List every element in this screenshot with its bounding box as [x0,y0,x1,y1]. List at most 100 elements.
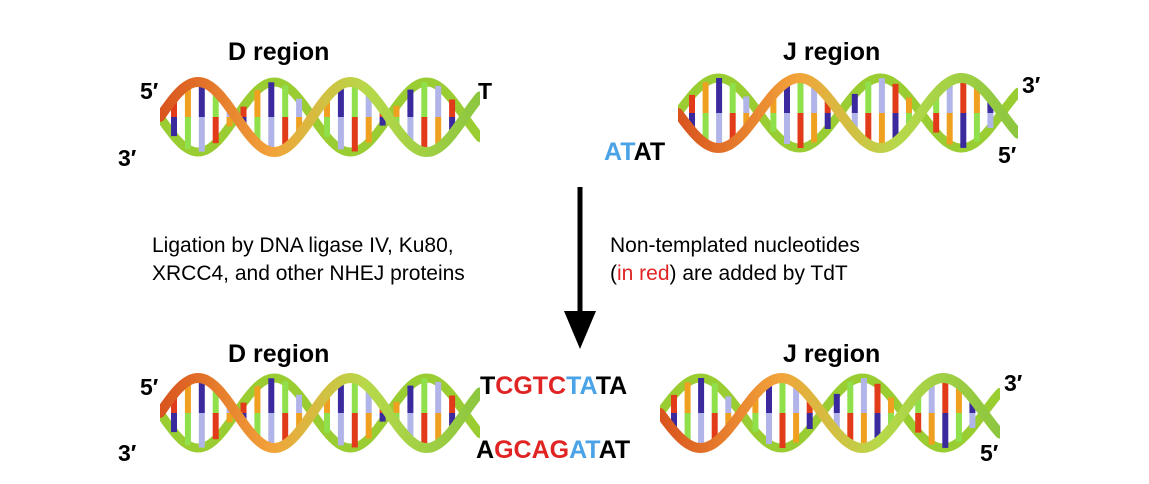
bottom-d-region-title: D region [228,340,330,368]
base-pair [226,117,233,127]
tdt-note-open-paren: ( [610,262,617,285]
base-pair [365,387,372,413]
base-pair [671,394,677,413]
top-j-region-title: J region [783,38,881,66]
base-pair [770,94,777,113]
base-pair [337,117,344,150]
ligation-note: Ligation by DNA ligase IV, Ku80, XRCC4, … [152,232,465,288]
base-pair [793,383,800,413]
top-j-end-5prime: 5′ [998,142,1017,168]
top-j-end-3prime: 3′ [1022,72,1041,98]
base-pair [351,413,358,448]
base-pair [198,117,205,152]
base-pair [296,117,303,136]
helix-strand-back [160,77,480,157]
base-pair [847,413,854,445]
base-pair [407,413,414,441]
base-pair [324,393,330,413]
base-pair [254,386,261,413]
base-pair [797,78,804,113]
bottom-d-end-3prime: 3′ [118,440,137,466]
overhang-blue: AT [604,138,634,166]
top-j-helix [678,72,1018,154]
base-pair [811,83,818,113]
base-pair [969,413,976,428]
base-pair [379,117,386,126]
base-pair [942,378,949,413]
base-pair [171,413,177,433]
top-d-end-t: T [478,78,493,104]
base-pair [743,96,750,113]
base-pair [393,105,400,117]
base-pair [282,117,289,149]
down-arrow-icon [564,187,596,349]
base-pair [449,117,456,135]
top-d-helix [160,76,480,158]
base-pair [171,117,177,137]
base-pair [198,413,205,448]
base-pair [171,393,177,413]
base-pair [716,78,723,113]
base-pair [766,413,772,444]
base-pair [365,117,372,143]
base-pair [702,82,709,113]
base-pair [324,117,330,137]
base-pair [987,113,994,128]
base-pair [684,382,691,413]
base-pair [779,378,786,413]
base-pair [928,381,935,413]
helix-strand-back [160,373,480,453]
base-pair [268,82,275,117]
base-pair [824,113,831,129]
base-pair [860,378,867,413]
base-pair [212,386,219,413]
tdt-note: Non-templated nucleotides (in red) are a… [610,232,860,288]
base-pair [779,413,786,448]
base-pair [407,117,414,145]
base-pair [833,393,840,413]
base-pair [198,378,205,413]
base-pair [282,413,289,445]
base-pair [212,117,219,144]
base-pair [449,413,456,431]
base-pair [955,413,962,442]
base-pair [933,93,940,113]
base-pair [435,413,442,445]
base-pair [743,113,750,130]
base-pair [421,117,428,152]
base-pair [240,402,247,413]
base-pair [711,413,718,443]
base-pair [888,397,894,413]
helix-strand-back [678,73,1018,153]
base-pair [449,395,456,413]
base-pair [171,97,177,117]
base-pair [407,89,414,117]
top-strand-seg-2: TA [566,372,596,400]
base-pair [671,413,677,432]
bottom-d-helix [160,372,480,454]
base-pair [393,401,400,413]
base-pair [752,394,759,413]
base-pair [860,413,867,448]
base-pair [915,393,922,413]
base-pair [184,117,191,149]
base-pair [435,85,442,117]
base-pair [198,82,205,117]
base-pair [184,381,191,413]
base-pair [296,98,303,117]
base-pair [784,82,790,113]
base-pair [435,117,442,149]
base-pair [254,413,261,440]
base-pair [407,385,414,413]
base-pair [212,90,219,117]
top-d-end-5prime: 5′ [140,78,159,104]
base-pair [766,382,772,413]
base-pair [421,413,428,448]
base-pair [960,113,967,148]
base-pair [725,413,732,430]
helix-strand-front [660,372,1000,454]
base-pair [254,90,261,117]
base-pair [955,384,962,413]
base-pair [878,78,885,113]
base-pair [915,413,922,433]
